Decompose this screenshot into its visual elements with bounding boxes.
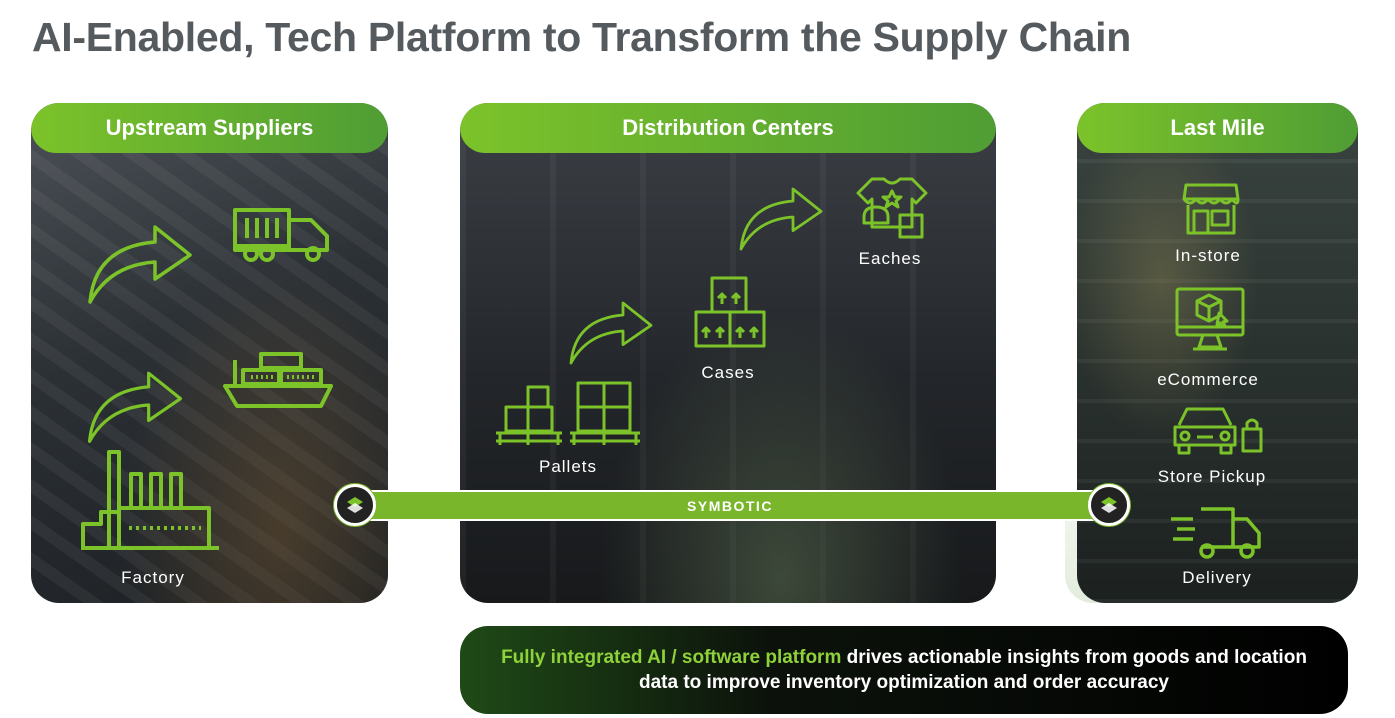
curved-arrow-icon [566,295,656,367]
platform-callout-text: Fully integrated AI / software platform … [494,645,1314,695]
eaches-label: Eaches [858,249,922,268]
factory-icon [81,448,219,552]
store-pickup-label: Store Pickup [1157,467,1267,486]
page-title: AI-Enabled, Tech Platform to Transform t… [32,14,1131,60]
upstream-suppliers-panel: Upstream Suppliers [31,103,388,603]
car-bag-icon [1171,403,1263,455]
upstream-suppliers-header: Upstream Suppliers [31,103,388,153]
curved-arrow-icon [85,363,185,447]
pallets-label: Pallets [538,457,598,476]
monitor-package-icon [1175,287,1245,353]
storefront-icon [1182,181,1240,235]
pallet-boxes-icon [494,381,644,447]
symbotic-logo-icon [334,484,376,526]
cases-label: Cases [701,363,755,382]
apparel-icon [856,177,928,239]
symbotic-connector-bar: SYMBOTIC [352,490,1108,521]
curved-arrow-icon [736,181,826,253]
distribution-centers-header: Distribution Centers [460,103,996,153]
delivery-label: Delivery [1182,568,1252,587]
distribution-centers-panel: Distribution Centers Pallets Cases [460,103,996,603]
last-mile-panel: Last Mile In-store eCommerce Store Pic [1077,103,1358,603]
instore-label: In-store [1175,246,1241,265]
ship-icon [221,350,335,410]
factory-label: Factory [121,568,185,587]
cases-icon [694,276,766,350]
last-mile-header: Last Mile [1077,103,1358,153]
curved-arrow-icon [85,217,195,307]
symbotic-logo-icon [1088,484,1130,526]
platform-description: drives actionable insights from goods an… [638,647,1307,693]
truck-icon [233,206,331,262]
platform-highlight: Fully integrated AI / software platform [501,647,842,668]
platform-callout: Fully integrated AI / software platform … [460,626,1348,714]
delivery-truck-icon [1171,505,1263,561]
ecommerce-label: eCommerce [1157,370,1259,389]
